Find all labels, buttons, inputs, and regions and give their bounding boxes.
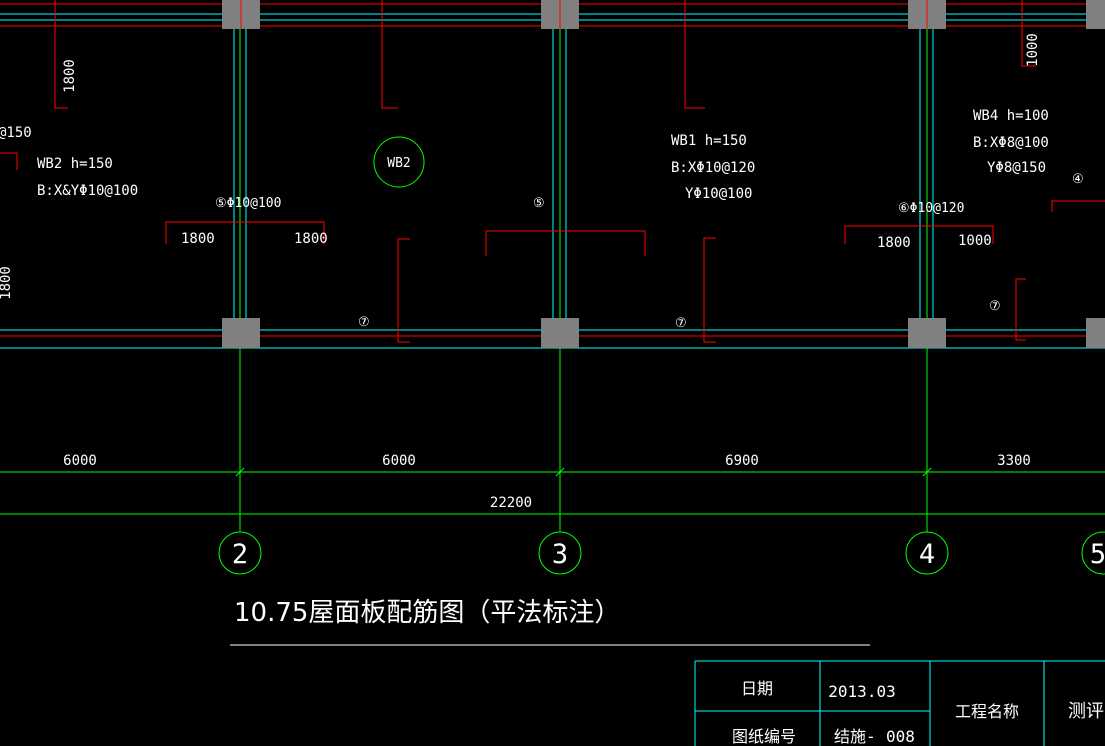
rebar-v-top-left	[54, 0, 68, 109]
wb1-name: WB1 h=150	[671, 133, 747, 149]
column-bottom-4	[908, 318, 946, 348]
tb-drawing-no-value: 008	[886, 727, 915, 746]
dim-span-2: 6000	[382, 453, 416, 469]
wb2-circle	[373, 136, 425, 188]
dim-tick-4	[922, 467, 932, 477]
tb-drawing-no-prefix: 结施-	[834, 727, 876, 746]
tb-drawing-no-label: 图纸编号	[732, 727, 796, 746]
rebar-5-bracket	[485, 230, 646, 256]
column-bottom-2	[222, 318, 260, 348]
rebar-lengths: 1800 1800 1800 1000 1800 1000 1800	[0, 33, 1041, 300]
rebar-v-lower-mid2	[703, 237, 716, 343]
slab-labels: @150 WB2 h=150 B:X&YΦ10@100 WB1 h=150 B:…	[0, 108, 1049, 202]
rebar-v-lower-right	[1015, 278, 1026, 341]
rebar-tag-7-mark-1: ⑦	[358, 315, 370, 330]
dim-total: 22200	[490, 495, 532, 511]
axis-bubble-4	[905, 531, 949, 575]
axis-bubble-3	[538, 531, 582, 575]
rebar-v-left-edge-length: 1800	[0, 266, 14, 300]
rebar-v-top-mid1	[381, 0, 398, 109]
column-bottom-3	[541, 318, 579, 348]
rebar-tag-6-full: ⑥Φ10@120	[898, 201, 964, 216]
rebar-right-edge	[1051, 200, 1105, 212]
dim-span-4: 3300	[997, 453, 1031, 469]
rebar-v-lower-mid1	[397, 238, 410, 343]
rebar-v-top-mid2	[684, 0, 705, 109]
rebar-partial-left	[0, 152, 18, 170]
wb2-circle-label: WB2	[387, 156, 410, 171]
axis-bubble-5	[1081, 531, 1105, 575]
dimension-texts: 6000 6000 6900 3300 22200	[63, 453, 1031, 511]
beam-lines	[0, 13, 1105, 349]
title-block	[694, 660, 1105, 746]
rebar-b-left-length: 1800	[877, 235, 911, 251]
rebar-a-right-length: 1800	[294, 231, 328, 247]
tb-project-label: 工程名称	[955, 702, 1019, 721]
axis-lines	[0, 25, 1105, 532]
wb2-name: WB2 h=150	[37, 156, 113, 172]
wb1-rebar-y: YΦ10@100	[685, 186, 752, 202]
wb4-name: WB4 h=100	[973, 108, 1049, 124]
axis-label-2: 2	[232, 539, 248, 570]
tb-date-value: 2013.03	[828, 682, 895, 701]
drawing-title: 10.75屋面板配筋图（平法标注）	[234, 598, 620, 628]
column-bottom-5	[1086, 318, 1105, 348]
axis-label-3: 3	[552, 539, 568, 570]
rebar-v-top-left-length: 1800	[62, 59, 78, 93]
rebar-tag-4-mark: ④	[1072, 172, 1084, 187]
wb4-rebar-y: YΦ8@150	[987, 160, 1046, 176]
rebar-v-top-right	[1021, 0, 1036, 67]
rebar-b-right-length: 1000	[958, 233, 992, 249]
dim-span-1: 6000	[63, 453, 97, 469]
wb1-rebar-x: B:XΦ10@120	[671, 160, 755, 176]
column-top-5	[1086, 0, 1105, 29]
axis-label-4: 4	[919, 539, 935, 570]
axis-label-5: 5	[1090, 539, 1105, 570]
rebar-a	[165, 221, 325, 244]
rebar-tag-7-mark-3: ⑦	[989, 299, 1001, 314]
axis-bubbles: 2 3 4 5	[218, 531, 1105, 575]
rebar-tag-5-full: ⑤Φ10@100	[215, 196, 281, 211]
partial-rebar-label: @150	[0, 125, 32, 141]
rebar-v-top-right-length: 1000	[1025, 33, 1041, 67]
dim-tick-2	[235, 467, 245, 477]
tb-date-label: 日期	[741, 679, 773, 698]
dim-span-3: 6900	[725, 453, 759, 469]
rebar-b	[844, 225, 994, 244]
tb-project-value: 测评	[1068, 701, 1104, 722]
axis-bubble-2	[218, 531, 262, 575]
rebar-tag-7-mark-2: ⑦	[675, 316, 687, 331]
wb2-rebar: B:X&YΦ10@100	[37, 183, 138, 199]
columns	[222, 0, 1105, 348]
title-block-texts: 日期 2013.03 图纸编号 结施- 008 工程名称 测评	[732, 679, 1104, 746]
rebar-tags: ⑤Φ10@100 ⑤ ⑥Φ10@120 ④ ⑦ ⑦ ⑦	[215, 172, 1084, 331]
wb4-rebar-x: B:XΦ8@100	[973, 135, 1049, 151]
rebar-tag-5-mark: ⑤	[533, 196, 545, 211]
dim-tick-3	[555, 467, 565, 477]
rebar-a-left-length: 1800	[181, 231, 215, 247]
